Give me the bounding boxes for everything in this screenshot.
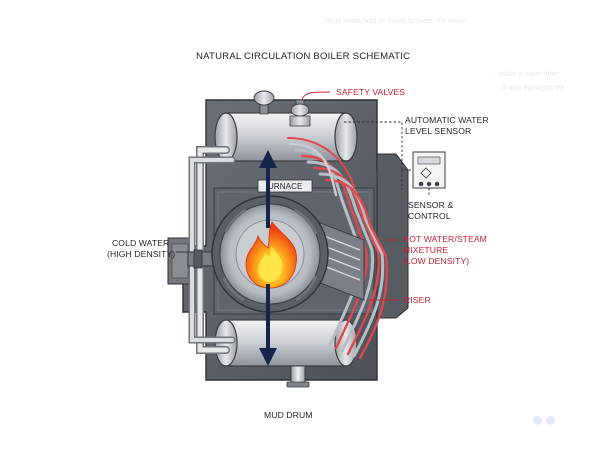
label-riser: RISER	[404, 295, 431, 305]
circulation-arrow-icon	[259, 150, 277, 366]
decorative-dot-2	[546, 416, 555, 425]
label-water-level-sensor-2: LEVEL SENSOR	[405, 126, 472, 136]
background-text-1: ...ribute inside field as mixed between …	[318, 18, 473, 25]
label-cold-water-1: COLD WATER	[112, 238, 170, 248]
decorative-dot-1	[533, 416, 542, 425]
label-hot-water-steam-1: HOT WATER/STEAM	[403, 234, 487, 244]
label-hot-water-steam-2: MIXETURE	[403, 245, 449, 255]
label-sensor-control-1: SENSOR &	[408, 200, 454, 210]
diagram-title: NATURAL CIRCULATION BOILER SCHEMATIC	[196, 51, 411, 62]
leader-lines	[176, 91, 398, 301]
label-hot-water-steam-3: (LOW DENSITY)	[403, 256, 470, 266]
label-safety-valves: SAFETY VALVES	[336, 87, 406, 97]
steam-drum	[214, 112, 358, 162]
sensor-box-icon	[412, 151, 446, 189]
flame-icon	[245, 221, 297, 289]
background-text-2: ...within a water tuber	[493, 71, 560, 78]
label-furnace: URNACE	[268, 182, 303, 191]
safety-valve-icon	[253, 90, 275, 115]
label-cold-water-2: (HIGH DENSITY)	[107, 249, 176, 259]
label-sensor-control-2: CONTROL	[408, 211, 451, 221]
safety-valve-icon	[289, 99, 311, 127]
sensor-bracket	[376, 153, 409, 319]
riser-pipes	[287, 137, 389, 360]
label-mud-drum: MUD DRUM	[264, 410, 313, 420]
label-water-level-sensor-1: AUTOMATIC WATER	[405, 115, 489, 125]
background-text-3: ...It also highlights the	[497, 85, 565, 92]
sensor-link-lines	[344, 121, 430, 196]
